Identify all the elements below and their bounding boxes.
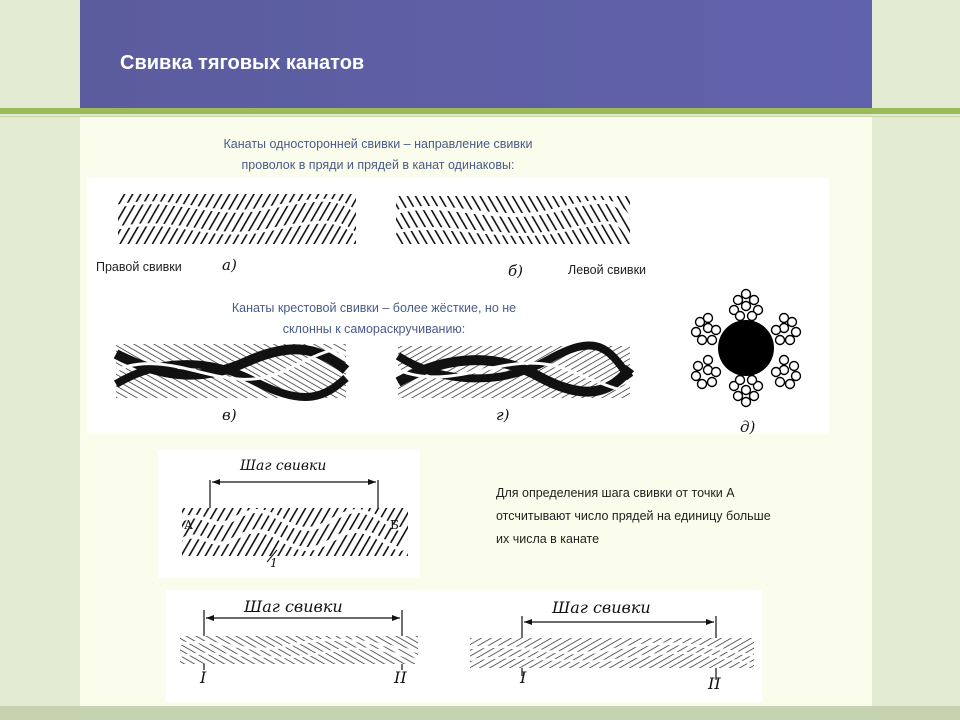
left-margin-stripe bbox=[0, 0, 80, 720]
rope-figure-b bbox=[395, 196, 632, 244]
pitch-description-line2: отсчитывают число прядей на единицу боль… bbox=[496, 509, 771, 523]
pitch-label-2: Шаг свивки bbox=[244, 597, 343, 616]
slide-title: Свивка тяговых канатов bbox=[120, 52, 365, 74]
rope-figure-g bbox=[395, 341, 635, 398]
accent-thin-line bbox=[0, 116, 960, 117]
bottom-bar bbox=[0, 706, 960, 720]
cross-lay-line1: Канаты крестовой свивки – более жёсткие,… bbox=[231, 301, 517, 315]
right-lay-label: Правой свивки bbox=[96, 260, 182, 274]
roman-ii-label-1: II bbox=[394, 668, 407, 687]
point-b-label: Б bbox=[390, 518, 399, 532]
one-side-lay-line2: проволок в пряди и прядей в канат одинак… bbox=[241, 158, 515, 172]
figure-label-g: г) bbox=[496, 406, 510, 424]
point-a-label: А bbox=[184, 518, 194, 532]
figure-label-b: б) bbox=[508, 262, 524, 280]
pitch-figure-rope bbox=[180, 479, 410, 563]
accent-line bbox=[0, 108, 960, 114]
roman-i-label-1: I bbox=[200, 668, 207, 687]
rope-figure-a bbox=[117, 194, 357, 244]
rope-figure-v bbox=[113, 344, 350, 401]
one-side-lay-line1: Канаты односторонней свивки – направлени… bbox=[223, 137, 533, 151]
figure-label-d: д) bbox=[740, 418, 756, 436]
figure-label-a: а) bbox=[222, 256, 237, 274]
pitch-figure-rope-2 bbox=[179, 610, 419, 670]
pitch-figure-rope-3 bbox=[469, 616, 755, 680]
pitch-label-1: Шаг свивки bbox=[240, 458, 327, 474]
left-lay-label: Левой свивки bbox=[568, 263, 647, 277]
pitch-description-line3: их числа в канате bbox=[496, 532, 600, 546]
figure-label-v: в) bbox=[222, 406, 237, 424]
cross-lay-caption: Канаты крестовой свивки – более жёсткие,… bbox=[174, 298, 574, 340]
mark-1-label: 1 bbox=[270, 556, 278, 570]
slide-header: Свивка тяговых канатов bbox=[80, 0, 872, 108]
pitch-description-line1: Для определения шага свивки от точки А bbox=[496, 486, 735, 500]
roman-ii-label-2: II bbox=[708, 674, 721, 693]
right-margin-stripe bbox=[872, 0, 960, 720]
rope-cross-section-d bbox=[690, 288, 802, 408]
one-side-lay-caption: Канаты односторонней свивки – направлени… bbox=[178, 134, 578, 176]
cross-lay-line2: склонны к самораскручиванию: bbox=[282, 322, 466, 336]
pitch-label-3: Шаг свивки bbox=[552, 598, 651, 617]
pitch-description: Для определения шага свивки от точки А о… bbox=[496, 482, 771, 551]
roman-i-label-2: I bbox=[520, 668, 527, 687]
